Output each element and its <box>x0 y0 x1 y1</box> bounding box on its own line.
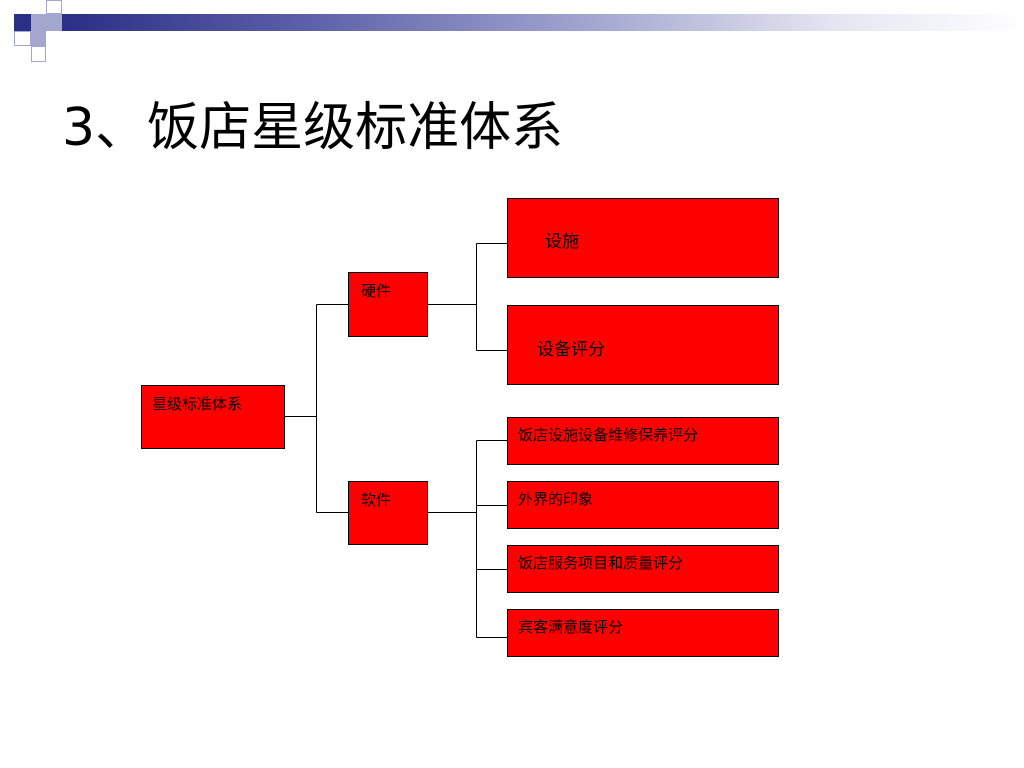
node-software-label: 软件 <box>361 491 392 509</box>
header-gradient-bar <box>62 14 1024 31</box>
node-maintenance-score-label: 饭店设施设备维修保养评分 <box>518 426 699 444</box>
node-root-label: 星级标准体系 <box>152 395 243 413</box>
node-facilities-label: 设施 <box>545 232 579 252</box>
node-hardware-label: 硬件 <box>361 282 392 300</box>
deco-square-light <box>46 14 62 31</box>
node-hardware: 硬件 <box>348 272 428 337</box>
slide-title: 3、饭店星级标准体系 <box>62 98 564 158</box>
node-service-quality-score: 饭店服务项目和质量评分 <box>507 545 779 593</box>
node-service-quality-score-label: 饭店服务项目和质量评分 <box>518 554 684 572</box>
node-software: 软件 <box>348 481 428 545</box>
node-equipment-score-label: 设备评分 <box>537 340 605 360</box>
node-equipment-score: 设备评分 <box>507 305 779 385</box>
deco-square-dark <box>14 14 31 31</box>
node-external-impression: 外界的印象 <box>507 481 779 529</box>
deco-square-outline <box>14 31 31 46</box>
node-facilities: 设施 <box>507 198 779 278</box>
node-guest-satisfaction-score-label: 宾客满意度评分 <box>518 618 624 636</box>
node-root: 星级标准体系 <box>141 385 285 449</box>
node-external-impression-label: 外界的印象 <box>518 490 594 508</box>
deco-square-light <box>31 14 46 31</box>
node-maintenance-score: 饭店设施设备维修保养评分 <box>507 417 779 465</box>
deco-square-outline <box>31 46 46 62</box>
deco-square-outline <box>46 0 62 14</box>
node-guest-satisfaction-score: 宾客满意度评分 <box>507 609 779 657</box>
deco-square-light <box>31 31 46 46</box>
